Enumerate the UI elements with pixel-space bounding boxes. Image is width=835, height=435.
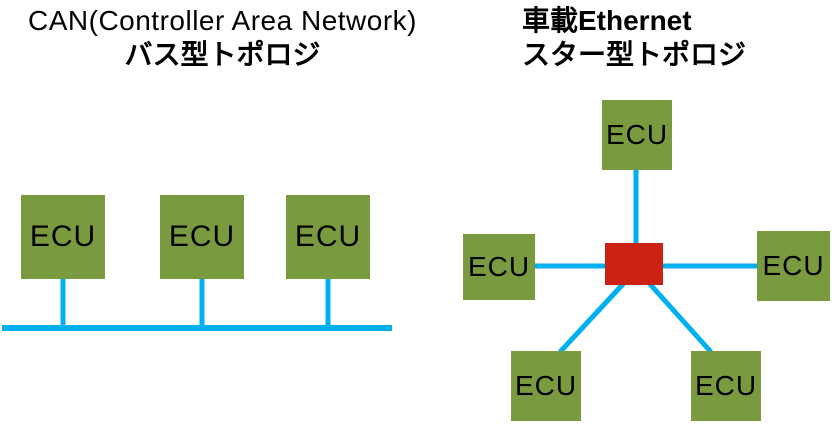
right-diagram-title: 車載Ethernet スター型トポロジ — [522, 4, 746, 72]
left-title-line2: バス型トポロジ — [124, 39, 321, 71]
star-hub-switch — [605, 243, 663, 285]
star-link-bottom-left — [558, 281, 626, 354]
left-diagram-title: CAN(Controller Area Network) バス型トポロジ — [0, 4, 445, 72]
ecu-node-bus-3: ECU — [286, 195, 370, 279]
ecu-node-bus-1: ECU — [21, 195, 105, 279]
ecu-node-star-left: ECU — [463, 234, 535, 300]
ecu-label: ECU — [694, 370, 758, 401]
ecu-node-bus-2: ECU — [160, 195, 244, 279]
left-title-line1: CAN(Controller Area Network) — [28, 5, 417, 36]
ecu-node-star-bottom-right: ECU — [691, 351, 761, 421]
ecu-label: ECU — [294, 220, 362, 253]
ecu-label: ECU — [762, 250, 825, 281]
ecu-label: ECU — [168, 220, 236, 253]
ecu-label: ECU — [467, 251, 531, 282]
star-link-bottom-right — [647, 281, 713, 354]
ecu-label: ECU — [514, 370, 578, 401]
right-title-line2: スター型トポロジ — [522, 39, 747, 71]
ecu-node-star-top: ECU — [602, 100, 672, 170]
ecu-node-star-right: ECU — [757, 231, 830, 301]
right-title-line1: 車載Ethernet — [522, 5, 692, 36]
ecu-node-star-bottom-left: ECU — [511, 351, 581, 421]
ecu-label: ECU — [605, 119, 669, 150]
ecu-label: ECU — [29, 220, 97, 253]
